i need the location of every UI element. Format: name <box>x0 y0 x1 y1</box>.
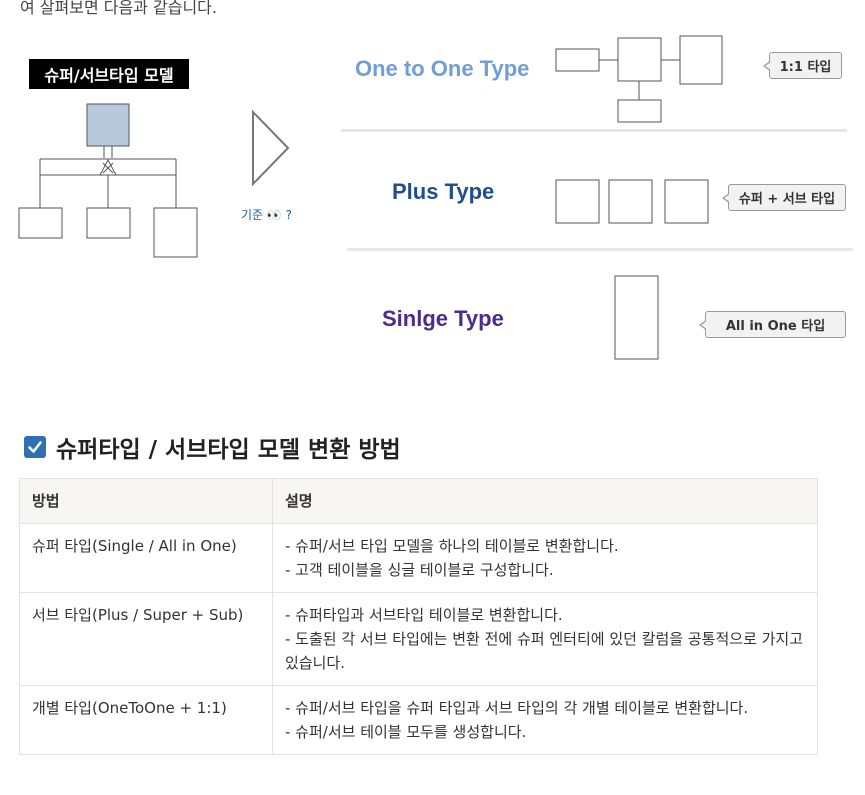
criteria-label: 기준 👀 ? <box>241 208 293 222</box>
subtype-box-2 <box>86 207 131 239</box>
divider-2 <box>347 248 853 251</box>
table-header-description: 설명 <box>272 478 818 524</box>
arrow-icon <box>252 109 290 187</box>
method-cell: 서브 타입(Plus / Super + Sub) <box>19 592 273 686</box>
single-type-title: Sinlge Type <box>382 306 504 331</box>
subtype-box-3 <box>153 207 198 258</box>
model-label: 슈퍼/서브타입 모델 <box>29 59 189 89</box>
description-line: - 고객 테이블을 싱글 테이블로 구성합니다. <box>285 561 554 579</box>
description-line: - 슈퍼/서브 타입을 슈퍼 타입과 서브 타입의 각 개별 테이블로 변환합니… <box>285 699 749 717</box>
table-row: 슈퍼 타입(Single / All in One) - 슈퍼/서브 타입 모델… <box>19 523 818 593</box>
checkbox-icon <box>24 436 46 458</box>
plus-type-title: Plus Type <box>392 179 495 204</box>
table-row: 서브 타입(Plus / Super + Sub) - 슈퍼타입과 서브타입 테… <box>19 592 818 686</box>
single-type-diagram <box>614 275 659 360</box>
plus-type-tag: 슈퍼 + 서브 타입 <box>722 184 846 211</box>
divider-1 <box>341 129 847 132</box>
section-heading-text: 슈퍼타입 / 서브타입 모델 변환 방법 <box>56 437 401 463</box>
description-line: - 슈퍼타입과 서브타입 테이블로 변환합니다. <box>285 606 563 624</box>
description-line: - 슈퍼/서브 테이블 모두를 생성합니다. <box>285 723 527 741</box>
section-heading: 슈퍼타입 / 서브타입 모델 변환 방법 <box>24 430 401 464</box>
table-header-row: 방법 설명 <box>19 478 818 524</box>
table-header-method: 방법 <box>19 478 273 524</box>
description-cell: - 슈퍼/서브 타입을 슈퍼 타입과 서브 타입의 각 개별 테이블로 변환합니… <box>272 685 818 755</box>
one-to-one-tag: 1:1 타입 <box>763 52 842 79</box>
description-cell: - 슈퍼/서브 타입 모델을 하나의 테이블로 변환합니다. - 고객 테이블을… <box>272 523 818 593</box>
method-cell: 개별 타입(OneToOne + 1:1) <box>19 685 273 755</box>
supertype-diagram <box>18 103 198 258</box>
subtype-box-1 <box>18 207 63 239</box>
one-to-one-type-title: One to One Type <box>355 56 530 81</box>
description-line: - 슈퍼/서브 타입 모델을 하나의 테이블로 변환합니다. <box>285 537 619 555</box>
intro-text: 여 살펴보면 다음과 같습니다. <box>20 0 217 17</box>
method-cell: 슈퍼 타입(Single / All in One) <box>19 523 273 593</box>
table-row: 개별 타입(OneToOne + 1:1) - 슈퍼/서브 타입을 슈퍼 타입과… <box>19 685 818 755</box>
one-to-one-diagram <box>555 35 723 123</box>
method-table: 방법 설명 슈퍼 타입(Single / All in One) - 슈퍼/서브… <box>19 478 818 755</box>
supertype-entity-box <box>86 103 130 147</box>
single-type-tag: All in One 타입 <box>699 311 846 338</box>
description-cell: - 슈퍼타입과 서브타입 테이블로 변환합니다. - 도출된 각 서브 타입에는… <box>272 592 818 686</box>
plus-type-diagram <box>555 179 709 224</box>
description-line: - 도출된 각 서브 타입에는 변환 전에 슈퍼 엔터티에 있던 칼럼을 공통적… <box>285 630 804 672</box>
